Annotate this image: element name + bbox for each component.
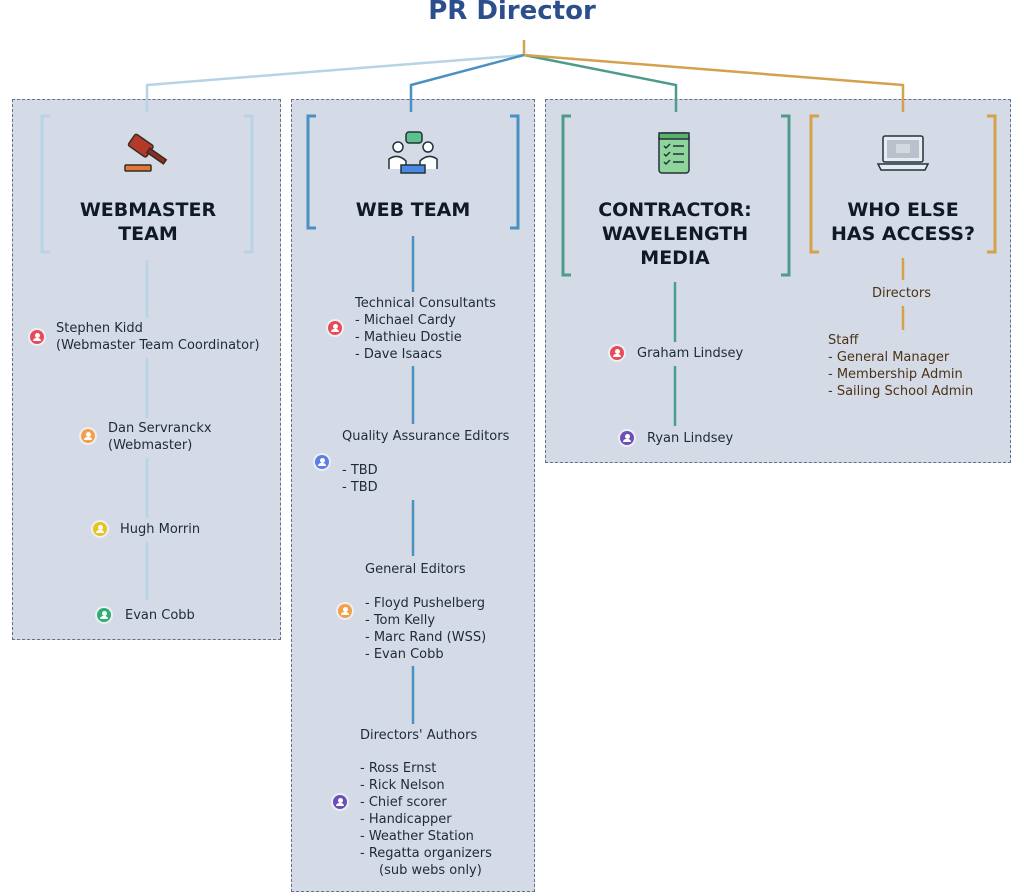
web-team-heading: WEB TEAM	[355, 199, 471, 221]
webteam-group-authors-title: Directors' Authors	[360, 728, 478, 743]
connector-contractor	[523, 53, 678, 112]
contractor-member: Ryan Lindsey	[647, 431, 734, 446]
meeting-icon	[388, 131, 438, 174]
person-icon	[81, 429, 95, 443]
person-icon	[97, 608, 111, 622]
webmaster-team-heading: WEBMASTER TEAM	[79, 199, 217, 245]
connector-webmaster	[145, 53, 525, 112]
contractor-access-panel	[545, 99, 1011, 463]
webteam-bracket-left	[306, 114, 316, 230]
person-icon	[338, 604, 352, 618]
webteam-group-authors: - Ross Ernst - Rick Nelson - Chief score…	[360, 761, 492, 878]
contractor-bracket-left	[561, 114, 571, 277]
contractor-bracket-right	[781, 114, 791, 277]
person-icon	[610, 346, 624, 360]
gavel-icon	[124, 133, 168, 172]
laptop-icon	[876, 135, 930, 171]
connector-access	[523, 53, 905, 112]
access-heading: WHO ELSE HAS ACCESS?	[830, 199, 975, 245]
contractor-heading: CONTRACTOR: WAVELENGTH MEDIA	[598, 199, 752, 269]
access-staff: Staff - General Manager - Membership Adm…	[828, 333, 974, 399]
webmaster-member: Dan Servranckx (Webmaster)	[108, 421, 212, 453]
webteam-group-general-title: General Editors	[365, 562, 466, 577]
access-bracket-left	[809, 114, 819, 254]
access-bracket-right	[987, 114, 997, 254]
person-icon	[333, 795, 347, 809]
person-icon	[30, 330, 44, 344]
web-team-panel	[291, 99, 535, 892]
webmaster-bracket-left	[40, 114, 50, 254]
diagram-title: PR Director	[428, 0, 596, 26]
webmaster-bracket-right	[244, 114, 254, 254]
person-icon	[620, 431, 634, 445]
access-directors: Directors	[872, 286, 931, 301]
webteam-group-technical: Technical Consultants - Michael Cardy - …	[355, 296, 496, 362]
webteam-bracket-right	[510, 114, 520, 230]
webmaster-member: Hugh Morrin	[120, 522, 201, 537]
webteam-group-general: - Floyd Pushelberg - Tom Kelly - Marc Ra…	[365, 596, 487, 662]
person-icon	[315, 455, 329, 469]
webmaster-member: Evan Cobb	[125, 608, 195, 623]
webteam-group-qa: - TBD - TBD	[342, 463, 378, 495]
person-icon	[328, 321, 342, 335]
webteam-group-qa-title: Quality Assurance Editors	[342, 429, 510, 444]
contractor-member: Graham Lindsey	[637, 346, 744, 361]
checklist-icon	[658, 132, 690, 174]
person-icon	[93, 522, 107, 536]
connector-webteam	[409, 53, 525, 112]
webmaster-member: Stephen Kidd (Webmaster Team Coordinator…	[56, 321, 260, 353]
